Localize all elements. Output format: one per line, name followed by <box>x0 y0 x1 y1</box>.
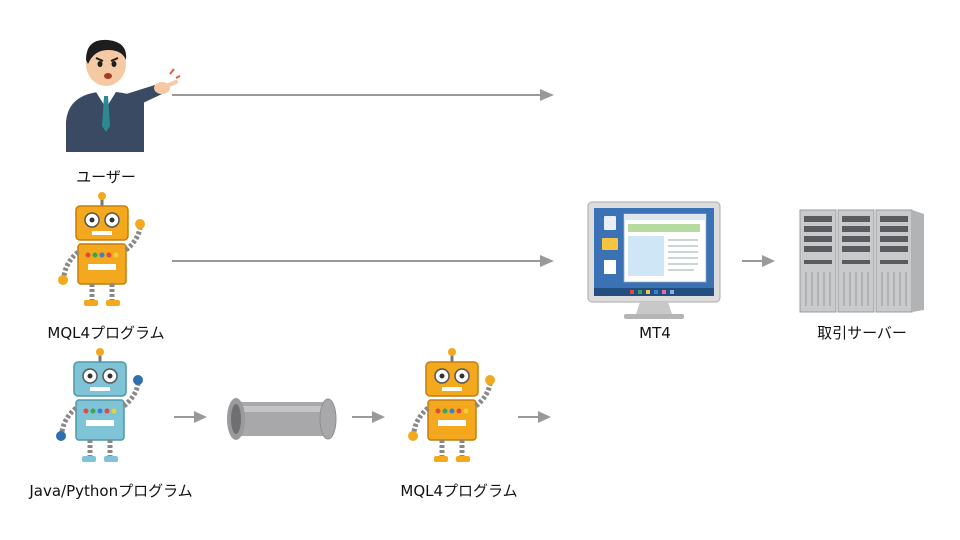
label-mt4: MT4 <box>639 324 671 342</box>
pipe-icon <box>227 398 337 440</box>
robot-icon <box>58 192 145 306</box>
arrow-java-to-pipe <box>174 411 207 423</box>
monitor-icon <box>587 201 721 319</box>
arrow-mql4-to-mt4 <box>172 255 554 267</box>
businessman-pointing-icon <box>66 39 181 152</box>
arrow-user-to-mt4 <box>172 89 554 101</box>
robot-icon <box>56 348 143 462</box>
arrow-mql4-bottom-out <box>518 411 551 423</box>
arrow-pipe-to-mql4 <box>352 411 385 423</box>
label-user: ユーザー <box>76 168 136 186</box>
label-mql4-program-bottom: MQL4プログラム <box>400 482 518 500</box>
arrow-mt4-to-server <box>742 255 775 267</box>
label-mql4-program-top: MQL4プログラム <box>47 324 165 342</box>
label-java-python-program: Java/Pythonプログラム <box>29 482 193 500</box>
server-rack-icon <box>799 209 924 313</box>
robot-icon <box>408 348 495 462</box>
label-trade-server: 取引サーバー <box>817 324 907 342</box>
